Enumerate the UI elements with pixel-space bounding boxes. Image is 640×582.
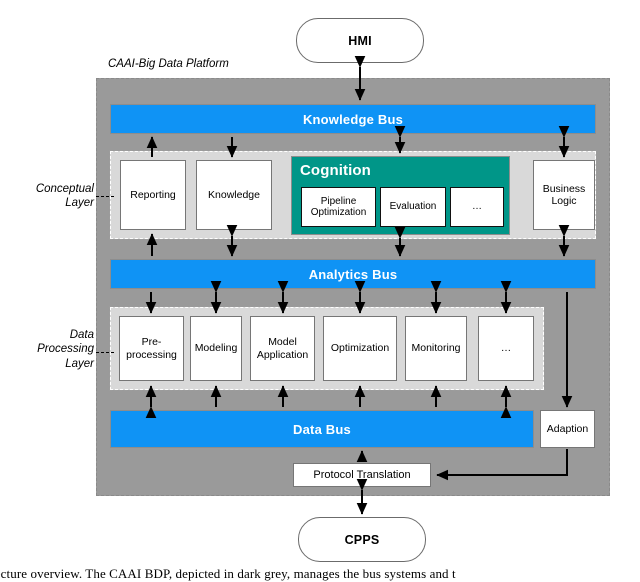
component-knowledge-label: Knowledge	[208, 188, 260, 201]
component-dp-ellipsis: …	[478, 316, 534, 381]
component-optimization: Optimization	[323, 316, 397, 381]
component-model-application: Model Application	[250, 316, 315, 381]
cognition-component-evaluation-label: Evaluation	[389, 201, 437, 213]
component-adaption: Adaption	[540, 410, 595, 448]
component-optimization-label: Optimization	[330, 342, 390, 355]
component-protocol-translation-label: Protocol Translation	[313, 468, 411, 481]
data-bus-label: Data Bus	[293, 421, 351, 437]
endpoint-cpps: CPPS	[298, 517, 426, 562]
endpoint-hmi: HMI	[296, 18, 424, 63]
component-business-logic: Business Logic	[533, 160, 595, 230]
endpoint-cpps-label: CPPS	[344, 532, 380, 547]
conceptual-layer-label-line2: Layer	[65, 197, 94, 210]
analytics-bus-label: Analytics Bus	[308, 266, 398, 282]
cognition-title: Cognition	[300, 162, 371, 179]
component-modeling-label: Modeling	[194, 342, 238, 355]
component-adaption-label: Adaption	[546, 422, 589, 435]
component-pre-processing: Pre-processing	[119, 316, 184, 381]
knowledge-bus: Knowledge Bus	[110, 104, 596, 134]
data-processing-layer-label-line3: Layer	[65, 357, 94, 370]
component-reporting: Reporting	[120, 160, 186, 230]
knowledge-bus-label: Knowledge Bus	[302, 111, 404, 127]
component-reporting-label: Reporting	[130, 188, 176, 201]
platform-label: CAAI-Big Data Platform	[108, 58, 229, 70]
component-monitoring-label: Monitoring	[411, 342, 461, 355]
data-processing-layer-connector	[96, 352, 114, 353]
component-dp-ellipsis-label: …	[500, 342, 512, 355]
data-processing-layer-label-line2: Processing	[37, 343, 94, 356]
cognition-component-evaluation: Evaluation	[380, 187, 446, 227]
component-modeling: Modeling	[190, 316, 242, 381]
endpoint-hmi-label: HMI	[348, 33, 372, 48]
conceptual-layer-label: Conceptual Layer	[8, 182, 94, 211]
cognition-component-pipeline-optimization-label: Pipeline Optimization	[310, 195, 367, 219]
cognition-block: Cognition Pipeline Optimization Evaluati…	[291, 156, 510, 235]
conceptual-layer-label-line1: Conceptual	[35, 183, 94, 195]
component-protocol-translation: Protocol Translation	[293, 463, 431, 487]
component-pre-processing-label: Pre-processing	[126, 336, 177, 361]
analytics-bus: Analytics Bus	[110, 259, 596, 289]
component-model-application-label: Model Application	[256, 336, 309, 361]
conceptual-layer-connector	[96, 196, 114, 197]
component-monitoring: Monitoring	[405, 316, 467, 381]
data-bus: Data Bus	[110, 410, 534, 448]
figure-caption: …tecture overview. The CAAI BDP, depicte…	[0, 566, 640, 582]
cognition-component-ellipsis: …	[450, 187, 504, 227]
cognition-component-ellipsis-label: …	[472, 201, 482, 213]
data-processing-layer-label-line1: Data	[69, 329, 94, 341]
data-processing-layer-label: Data Processing Layer	[8, 328, 94, 371]
component-knowledge: Knowledge	[196, 160, 272, 230]
figure-caption-text: …tecture overview. The CAAI BDP, depicte…	[0, 566, 456, 581]
cognition-component-pipeline-optimization: Pipeline Optimization	[301, 187, 376, 227]
component-business-logic-label: Business Logic	[542, 182, 586, 207]
